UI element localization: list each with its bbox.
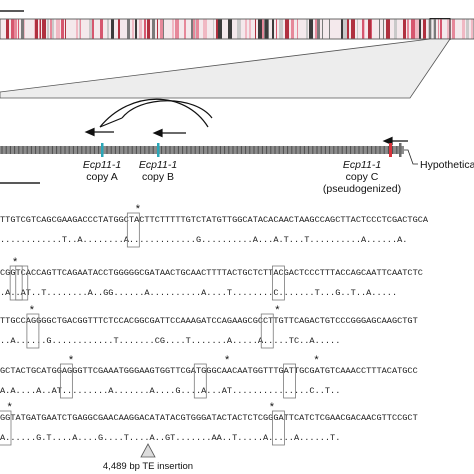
alignment-reference-row: GGTATGATGAATCTGAGGCGAACAAGGACATATACGTGGG…	[0, 413, 418, 423]
copy-a-name: Ecp11-1	[83, 159, 121, 171]
zoom-projection	[0, 38, 451, 99]
genomic-track	[0, 143, 418, 165]
copy-c-marker	[389, 143, 392, 157]
duplication-arcs	[99, 98, 213, 128]
codon-box	[283, 363, 296, 399]
copy-c-note: (pseudogenized)	[323, 183, 401, 195]
codon-box	[193, 363, 207, 399]
copy-c-name: Ecp11-1	[343, 159, 381, 171]
codon-box	[15, 265, 29, 301]
orientation-arrows	[84, 127, 408, 146]
chromosome-band	[0, 18, 474, 40]
codon-box	[272, 410, 285, 446]
te-insertion-marker	[140, 443, 156, 458]
polymorphism-star: *	[225, 354, 230, 366]
polymorphism-star: *	[136, 203, 141, 215]
te-insertion-label: 4,489 bp TE insertion	[103, 461, 193, 472]
polymorphism-star: *	[69, 354, 74, 366]
polymorphism-star: *	[314, 354, 319, 366]
hypothetical-label: Hypothetica	[420, 159, 474, 171]
copy-b-name: Ecp11-1	[139, 159, 177, 171]
codon-box	[26, 313, 40, 349]
alignment-variant-row: A.A....A..AT.........A.......A....G....A…	[0, 386, 340, 396]
codon-box	[59, 363, 73, 399]
copy-b-marker	[157, 143, 160, 157]
alignment-variant-row: ............T..A........A.............G.…	[0, 235, 407, 245]
copy-b-label: copy B	[142, 171, 174, 183]
codon-box	[272, 265, 285, 301]
codon-box	[126, 212, 140, 248]
codon-box	[0, 410, 12, 446]
polymorphism-star: *	[7, 401, 12, 413]
band-stripes	[6, 19, 473, 39]
alignment-reference-row: CGGTCACCAGTTCAGAATACCTGGGGGCGATAACTGCAAC…	[0, 268, 423, 278]
polymorphism-star: *	[275, 304, 280, 316]
codon-box	[260, 313, 274, 349]
alignment-reference-row: TTGTCGTCAGCGAAGACCCTATGGCTACTTCTTTTTGTCT…	[0, 215, 429, 225]
polymorphism-star: *	[13, 256, 18, 268]
alignment-variant-row: A......G.T....A....G....T....A..GT......…	[0, 433, 340, 443]
alignment-reference-row: GCTACTGCATGGAGGGTTCGAAATGGGAAGTGGTTCGATG…	[0, 366, 418, 376]
hypothetical-marker	[399, 143, 402, 157]
alignment-reference-row: TTGCCAGGGGCTGACGGTTTCTCCACGGCGATTCCAAAGA…	[0, 316, 418, 326]
sequence-alignment: TTGTCGTCAGCGAAGACCCTATGGCTACTTCTTTTTGTCT…	[0, 203, 429, 446]
alignment-variant-row: .A..AT..T........A..GG......A..........A…	[0, 288, 397, 298]
copy-c-label: copy C	[346, 171, 379, 183]
alignment-variant-row: ..A......G............T.......CG....T...…	[0, 336, 340, 346]
copy-a-marker	[101, 143, 104, 157]
copy-a-label: copy A	[86, 171, 118, 183]
polymorphism-star: *	[30, 304, 35, 316]
polymorphism-star: *	[270, 401, 275, 413]
